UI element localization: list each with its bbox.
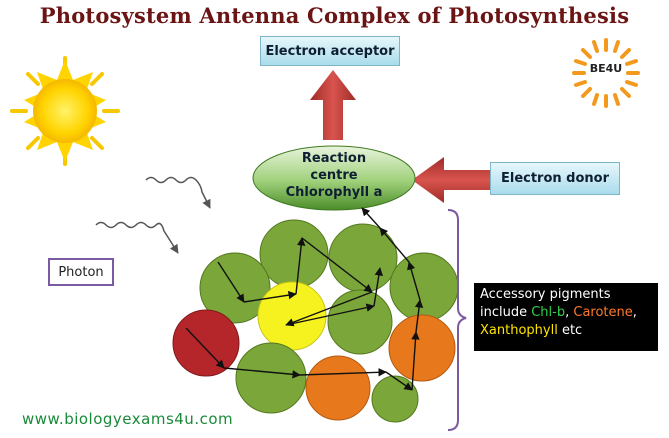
be4u-logo-icon — [572, 38, 640, 108]
reaction-centre-line1: Reaction — [301, 151, 367, 166]
xanthophyll-label: Xanthophyll — [480, 323, 558, 338]
carotene-label: Carotene — [573, 305, 633, 320]
pigment-yellow — [257, 281, 327, 351]
pigment-green-7 — [371, 375, 419, 423]
pigment-cluster — [172, 219, 459, 423]
pigment-green-5 — [327, 289, 393, 355]
pigment-green-6 — [235, 342, 307, 414]
website-url[interactable]: www.biologyexams4u.com — [22, 410, 234, 428]
reaction-centre-label: Reaction centre Chlorophyll a — [264, 150, 404, 201]
accessory-line2: include Chl-b, Carotene, — [480, 304, 652, 322]
reaction-centre-line2: centre — [310, 168, 358, 183]
photon-label: Photon — [58, 264, 104, 280]
left-arrow — [412, 157, 490, 203]
electron-donor-label: Electron donor — [500, 171, 610, 186]
sun-icon — [10, 56, 120, 166]
reaction-centre-line3: Chlorophyll a — [285, 185, 383, 200]
accessory-line1: Accessory pigments — [480, 287, 611, 302]
accessory-sep2: , — [632, 305, 637, 320]
up-arrow — [310, 70, 356, 140]
pigment-orange-2 — [388, 314, 456, 382]
photon-label-box: Photon — [48, 258, 114, 286]
pigment-orange-1 — [305, 355, 371, 421]
accessory-line3: Xanthophyll etc — [480, 322, 652, 340]
pigment-green-2 — [328, 223, 398, 293]
pigment-red — [172, 309, 240, 377]
pigment-green-1 — [259, 219, 329, 289]
bracket — [447, 209, 467, 431]
be4u-logo-text: BE4U — [589, 62, 623, 75]
electron-acceptor-label: Electron acceptor — [265, 43, 395, 59]
reaction-centre-ellipse — [252, 145, 416, 211]
page-title: Photosystem Antenna Complex of Photosynt… — [39, 3, 630, 28]
electron-acceptor-box: Electron acceptor — [260, 36, 400, 66]
accessory-suffix: etc — [557, 323, 583, 338]
pigment-green-4 — [389, 252, 459, 322]
chlb-label: Chl-b — [531, 305, 566, 320]
photon-waves — [95, 176, 211, 254]
electron-donor-box: Electron donor — [490, 162, 620, 195]
accessory-include-text: include — [480, 305, 532, 320]
accessory-sep1: , — [565, 305, 574, 320]
accessory-pigments-box: Accessory pigments include Chl-b, Carote… — [474, 283, 658, 351]
energy-path — [185, 207, 424, 391]
